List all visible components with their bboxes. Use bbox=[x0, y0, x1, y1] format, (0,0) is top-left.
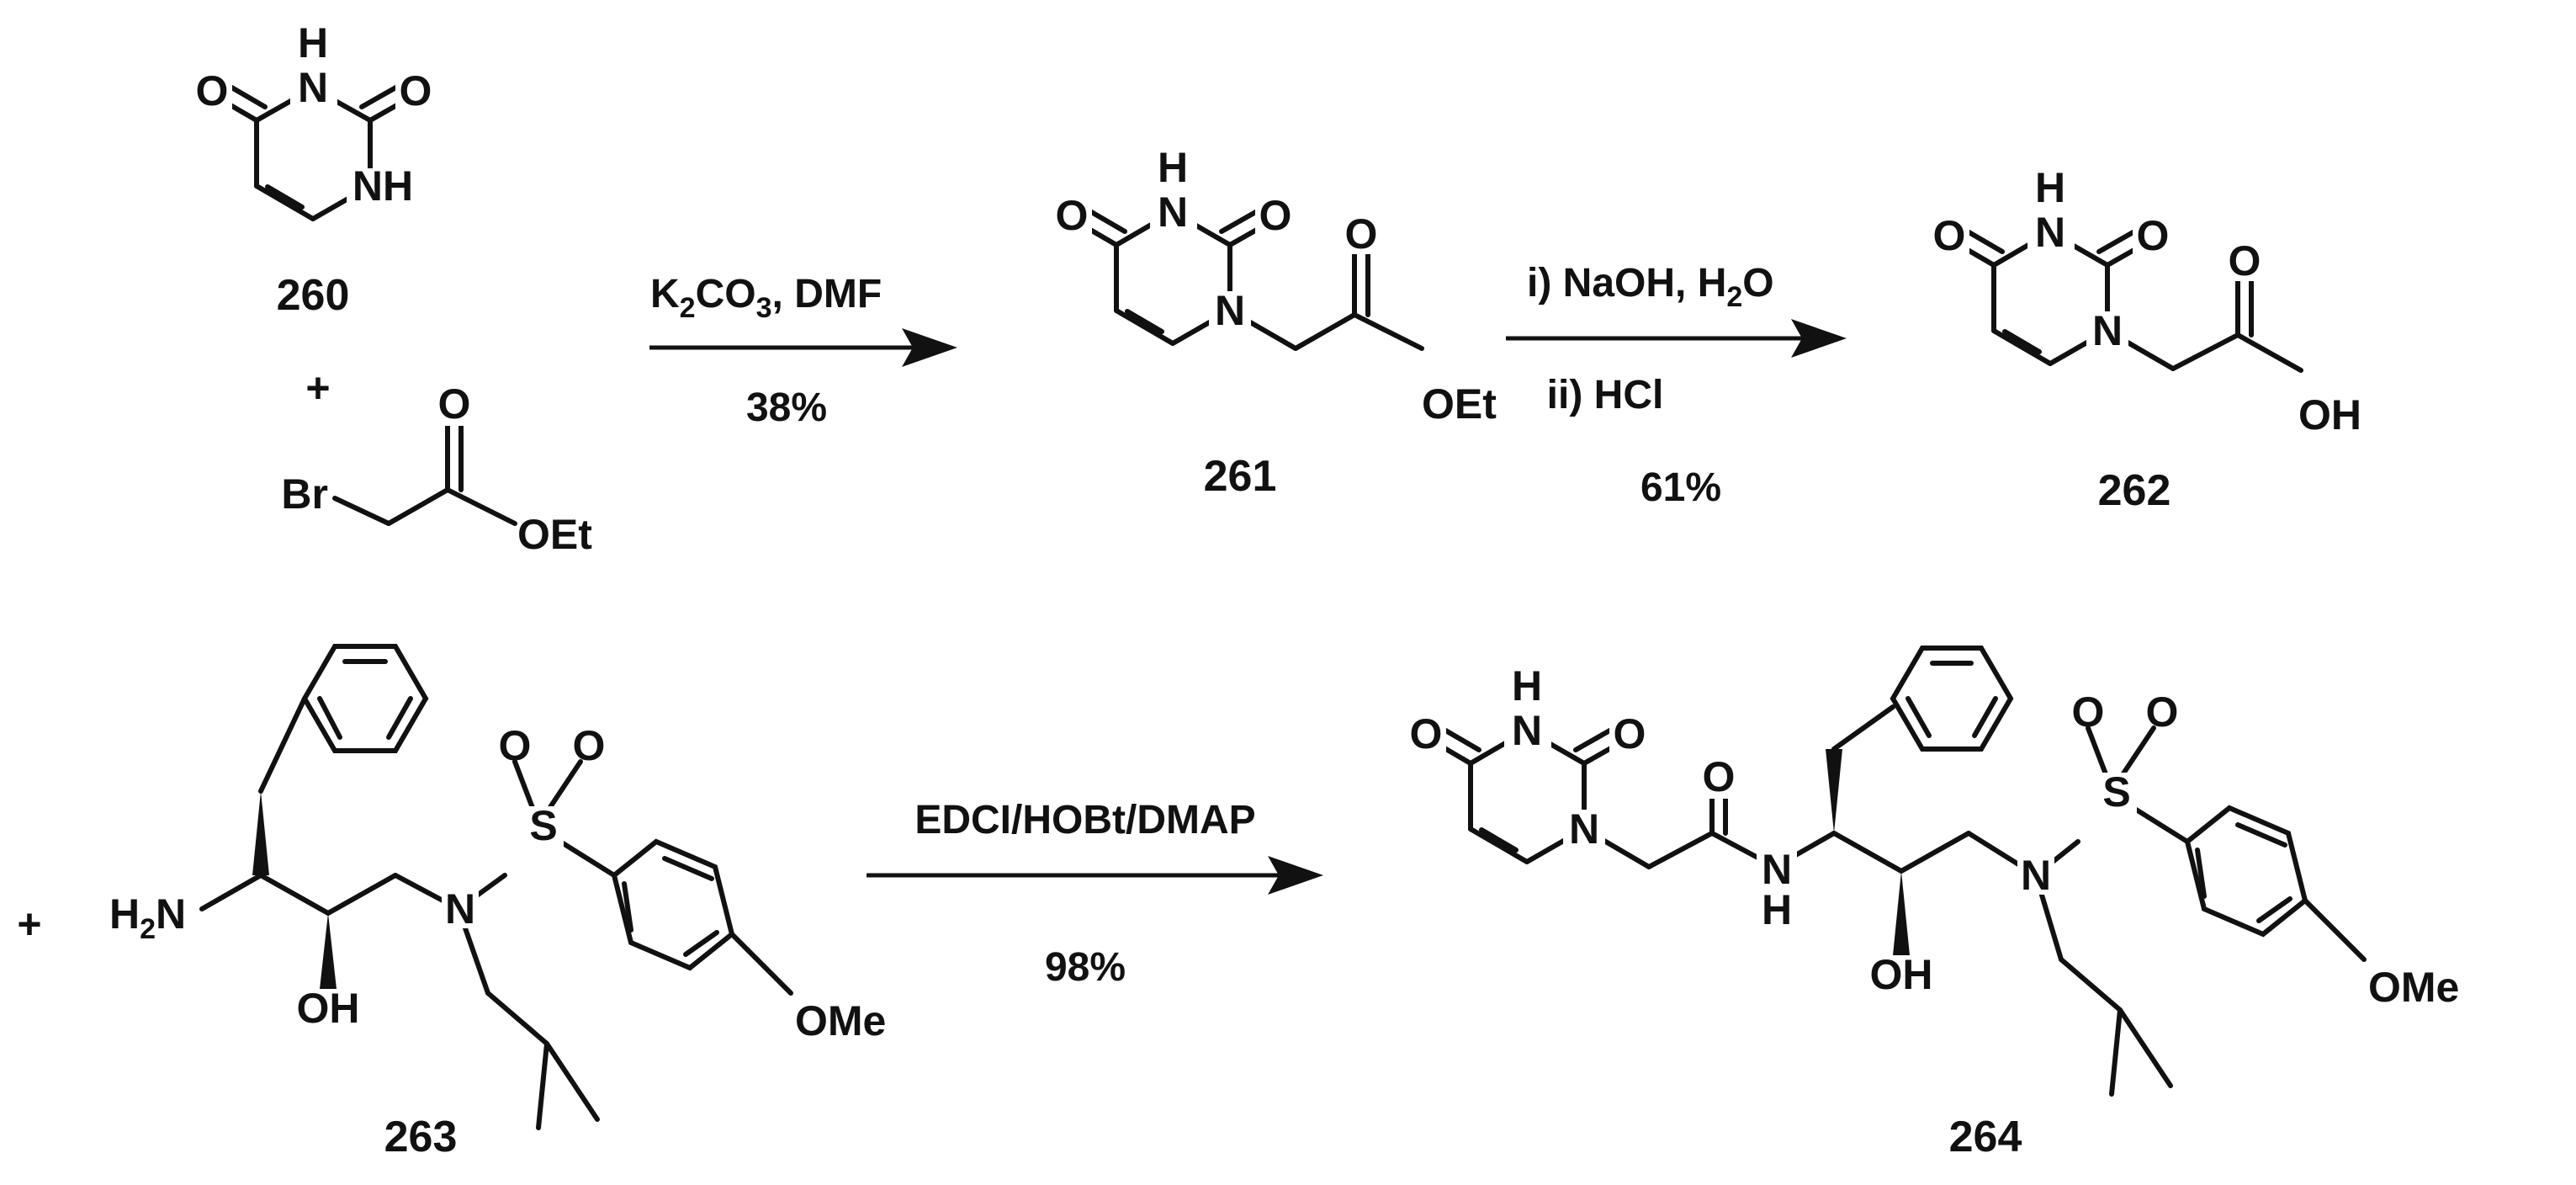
atom-OMe: OMe bbox=[2368, 964, 2459, 1011]
atom-N: N bbox=[445, 885, 475, 933]
atom-N: N bbox=[298, 64, 328, 111]
yield-step-3: 98% bbox=[1045, 945, 1126, 990]
atom-O: O bbox=[1614, 710, 1646, 757]
atom-O: O bbox=[438, 380, 471, 428]
atom-O: O bbox=[1703, 753, 1736, 800]
atom-N: N bbox=[2035, 209, 2065, 256]
compound-261-structure: N H N O O O OEt bbox=[1055, 144, 1497, 428]
atom-OMe: OMe bbox=[795, 997, 886, 1044]
reaction-arrow-2 bbox=[1506, 319, 1847, 358]
atom-OEt: OEt bbox=[517, 511, 592, 558]
atom-N: N bbox=[1512, 707, 1542, 754]
atom-O: O bbox=[400, 67, 432, 114]
atom-N: N bbox=[1215, 287, 1245, 334]
compound-label-264: 264 bbox=[1949, 1113, 2022, 1161]
atom-O: O bbox=[2072, 688, 2105, 736]
atom-H: H bbox=[1512, 662, 1542, 709]
atom-S: S bbox=[2102, 768, 2130, 816]
reagent-step-1: K2CO3, DMF bbox=[650, 272, 882, 324]
atom-Br: Br bbox=[281, 470, 328, 518]
atom-N: N bbox=[2021, 852, 2051, 899]
reagent-step-2-line-2: ii) HCl bbox=[1547, 373, 1664, 417]
compound-label-261: 261 bbox=[1204, 452, 1277, 501]
atom-O: O bbox=[196, 67, 229, 114]
atom-N: N bbox=[1762, 846, 1792, 893]
compound-label-260: 260 bbox=[277, 271, 350, 320]
compound-260-structure: N H NH O O bbox=[195, 19, 432, 221]
atom-OH: OH bbox=[1870, 951, 1933, 998]
ethyl-bromoacetate-structure: Br O OEt bbox=[281, 380, 592, 558]
compound-263-structure: N S O O OH OMe H2N bbox=[109, 644, 886, 1130]
atom-N: N bbox=[2092, 307, 2123, 354]
atom-O: O bbox=[2229, 237, 2261, 284]
atom-H2N: H2N bbox=[109, 890, 186, 945]
atom-H: H bbox=[298, 19, 328, 66]
compound-label-262: 262 bbox=[2098, 466, 2171, 515]
atom-O: O bbox=[2137, 212, 2170, 259]
reagent-step-2-line-1: i) NaOH, H2O bbox=[1527, 261, 1774, 313]
yield-step-1: 38% bbox=[746, 385, 827, 430]
compound-262-structure: N H N O O O OH bbox=[1932, 164, 2361, 438]
atom-S: S bbox=[529, 802, 557, 849]
atom-N: N bbox=[1569, 805, 1599, 853]
reagent-step-3: EDCI/HOBt/DMAP bbox=[914, 798, 1255, 842]
atom-O: O bbox=[1345, 210, 1378, 258]
atom-O: O bbox=[1056, 192, 1089, 239]
compound-label-263: 263 bbox=[384, 1113, 458, 1161]
atom-O: O bbox=[1259, 192, 1292, 239]
plus-sign: + bbox=[305, 364, 330, 412]
atom-NH: NH bbox=[352, 162, 413, 210]
atom-O: O bbox=[573, 722, 606, 769]
atom-O: O bbox=[1933, 212, 1966, 259]
atom-OH: OH bbox=[2298, 391, 2361, 438]
atom-O: O bbox=[1410, 710, 1443, 757]
compound-264-structure: N H N O O O N H N S O O OH OMe bbox=[1409, 646, 2459, 1097]
reaction-arrow-1 bbox=[649, 328, 957, 367]
atom-OH: OH bbox=[297, 985, 360, 1032]
atom-H: H bbox=[2035, 164, 2065, 211]
yield-step-2: 61% bbox=[1640, 465, 1721, 510]
reaction-arrow-3 bbox=[867, 856, 1323, 895]
atom-N: N bbox=[1158, 189, 1188, 236]
atom-O: O bbox=[2146, 688, 2179, 736]
atom-H: H bbox=[1762, 886, 1792, 933]
atom-O: O bbox=[499, 722, 532, 769]
plus-sign: + bbox=[17, 901, 41, 948]
atom-H: H bbox=[1158, 144, 1188, 191]
atom-OEt: OEt bbox=[1422, 380, 1497, 428]
